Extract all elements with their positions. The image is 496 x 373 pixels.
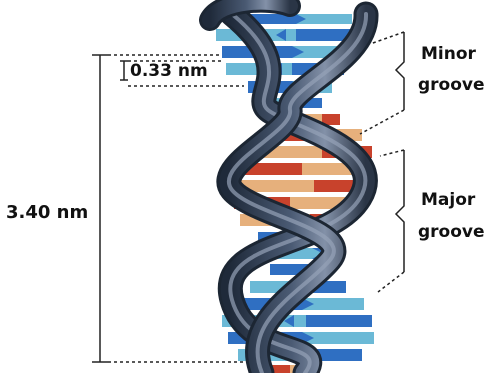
- pitch-dimension: [92, 55, 244, 362]
- major-groove-label-line1: Major: [421, 190, 475, 210]
- base-pair-rise-label: 0.33 nm: [130, 61, 208, 81]
- minor-groove-label-line1: Minor: [421, 44, 476, 64]
- base-pair: [234, 180, 364, 192]
- major-groove-label-line2: groove: [418, 222, 485, 242]
- helix-pitch-label: 3.40 nm: [6, 202, 88, 223]
- minor-groove-label-line2: groove: [418, 75, 485, 95]
- major-groove-bracket: [378, 150, 404, 292]
